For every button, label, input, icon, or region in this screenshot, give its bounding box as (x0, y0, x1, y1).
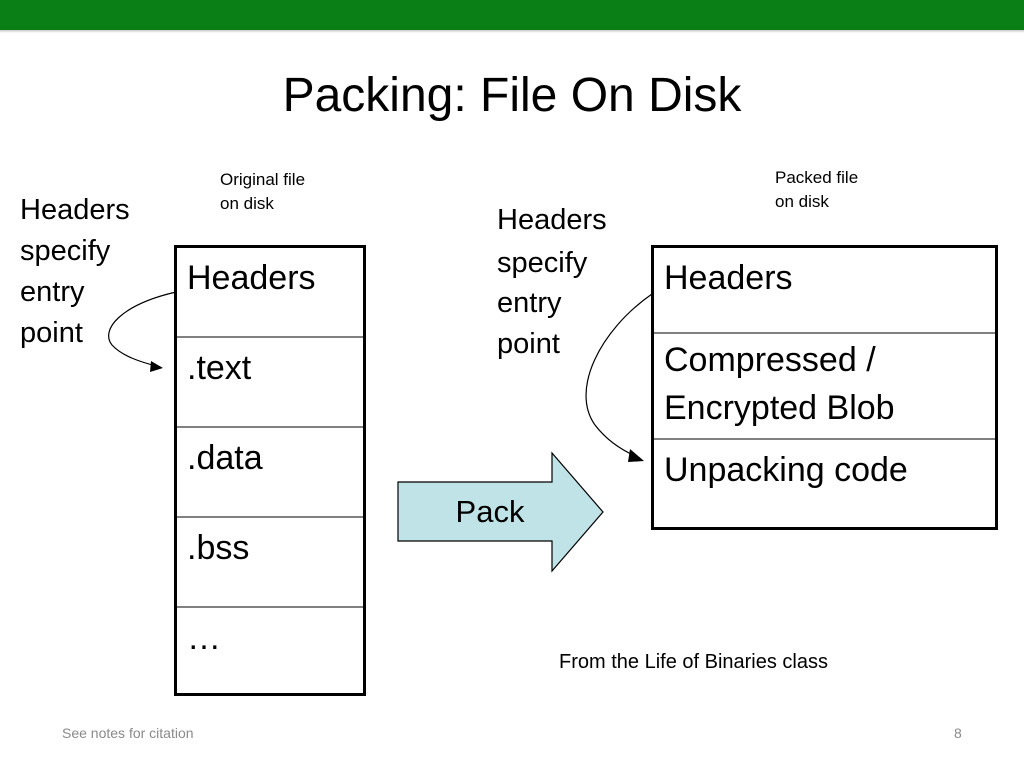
packed-side-label-line3: entry (497, 287, 562, 319)
top-accent-bar (0, 0, 1024, 30)
original-entry-arrowhead (150, 361, 163, 372)
pack-arrow (397, 451, 604, 573)
original-caption-line2: on disk (220, 194, 274, 213)
original-section-ellipsis: … (187, 619, 221, 657)
packed-section-unpacking-code: Unpacking code (664, 451, 908, 489)
footer-citation: See notes for citation (62, 725, 194, 741)
page-number: 8 (954, 725, 962, 741)
original-caption-line1: Original file (220, 170, 306, 189)
packed-section-headers: Headers (654, 248, 995, 334)
packed-caption-line1: Packed file (775, 168, 859, 187)
original-entry-curve (108, 291, 177, 368)
original-side-label-line1: Headers (20, 194, 130, 226)
pack-arrow-label: Pack (455, 494, 525, 529)
packed-caption-line2: on disk (775, 192, 829, 211)
source-note: From the Life of Binaries class (559, 651, 828, 673)
packed-entry-arrowhead (628, 449, 644, 462)
packed-side-label-line2: specify (497, 247, 588, 279)
original-side-label-line4: point (20, 317, 83, 349)
packed-entry-curve (585, 293, 653, 459)
original-section-bss: .bss (177, 518, 363, 608)
packed-file-box: Headers Compressed / Encrypted Blob Unpa… (651, 245, 998, 530)
original-section-text: .text (177, 338, 363, 428)
original-side-label-line2: specify (20, 235, 111, 267)
top-bar-shadow (0, 30, 1024, 33)
original-file-box: Headers .text .data .bss … (174, 245, 366, 696)
packed-side-label-line4: point (497, 328, 560, 360)
packed-side-label-line1: Headers (497, 204, 607, 236)
original-section-headers: Headers (177, 248, 363, 338)
original-section-data: .data (177, 428, 363, 518)
slide-title: Packing: File On Disk (282, 69, 742, 122)
packed-section-blob: Compressed / Encrypted Blob (654, 334, 995, 440)
original-side-label-line3: entry (20, 276, 85, 308)
